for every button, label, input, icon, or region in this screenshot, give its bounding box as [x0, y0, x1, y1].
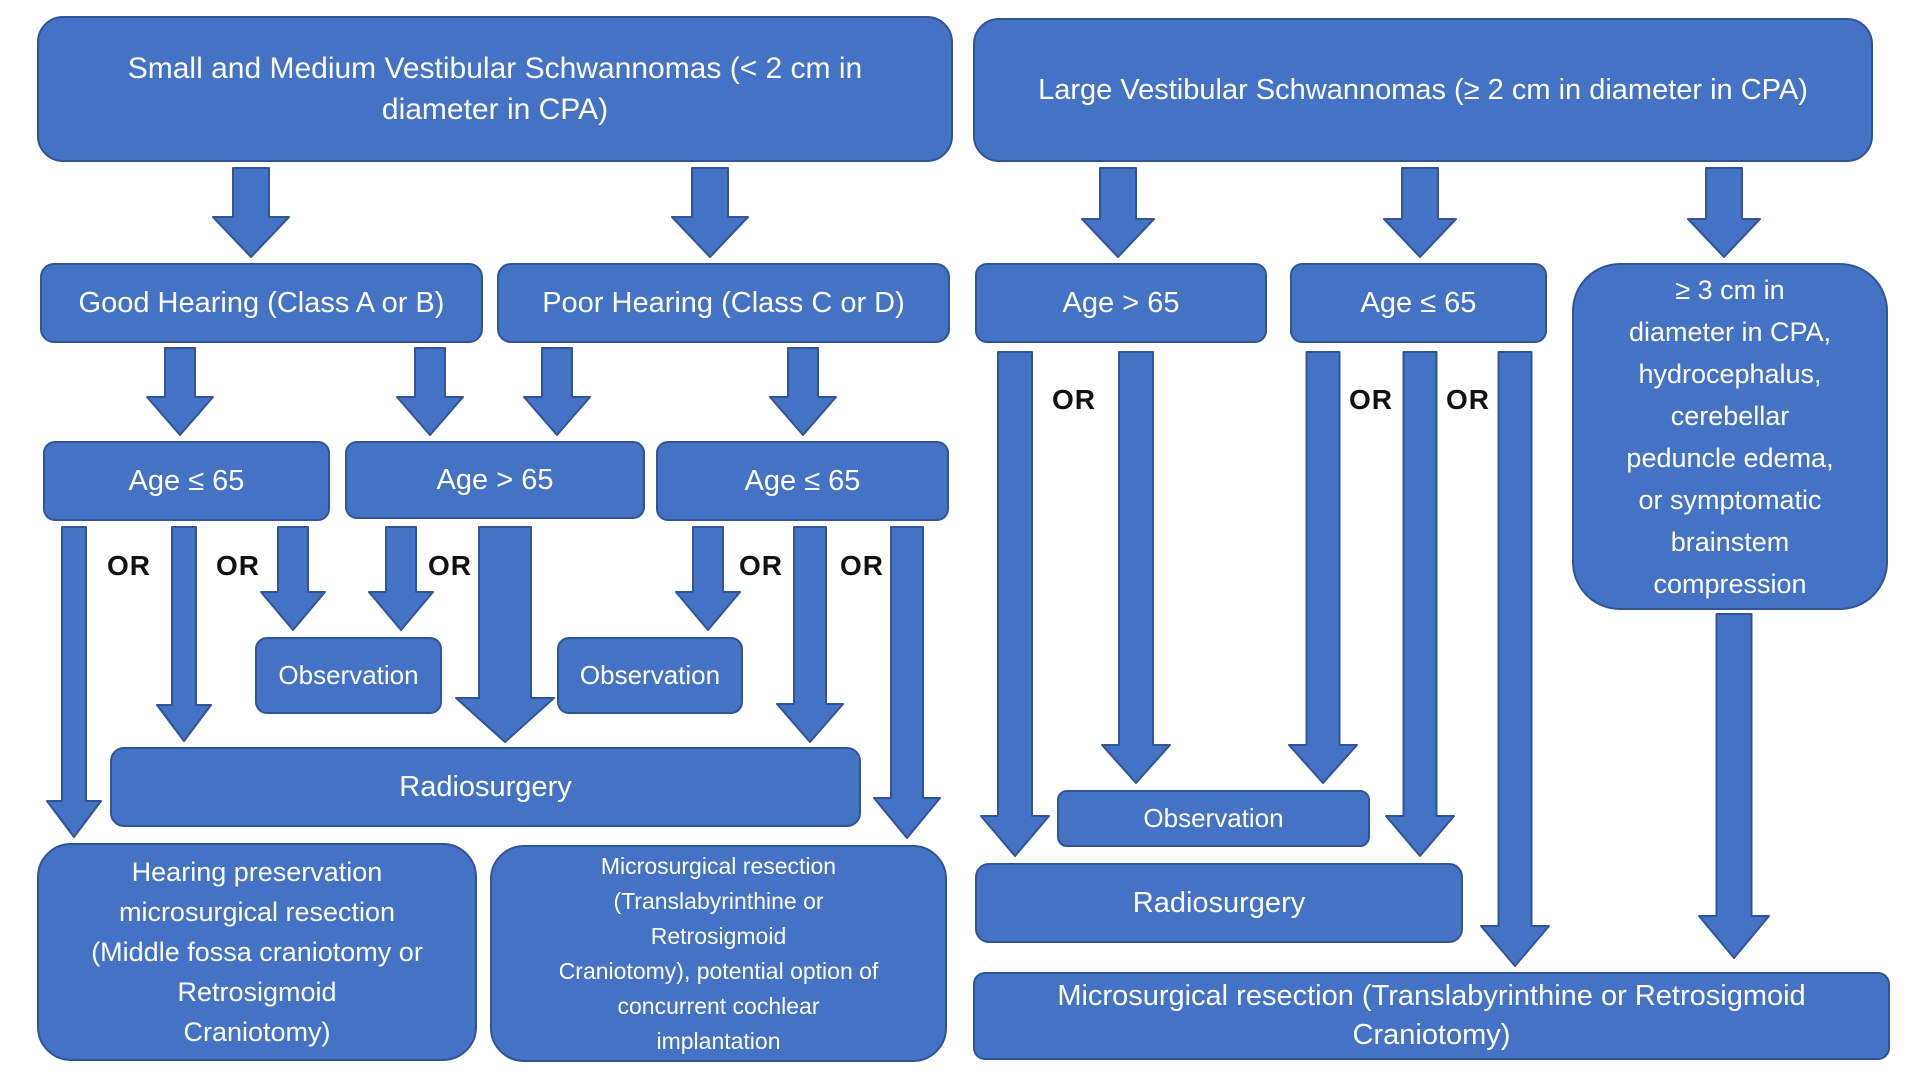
or-label-4: OR [739, 550, 783, 581]
node-radiosurgery-right: Radiosurgery [975, 863, 1463, 943]
node-cochlear-option-resection: Microsurgical resection (Translabyrinthi… [490, 845, 947, 1062]
node-microsurgical-right: Microsurgical resection (Translabyrinthi… [973, 972, 1890, 1060]
node-age-le-65-poor: Age ≤ 65 [656, 441, 949, 521]
arrow-right-age-gt-65-to-radiosurgery [980, 351, 1050, 857]
arrow-small-medium-to-poor-hearing [671, 167, 749, 258]
arrow-good-hearing-to-age-gt-65 [396, 347, 464, 436]
arrow-age-le-65-poor-to-microsurgical [873, 526, 941, 839]
arrow-right-age-gt-65-to-observation [1101, 351, 1171, 784]
arrow-severe-criteria-to-microsurgical [1698, 613, 1770, 959]
node-small-medium-root: Small and Medium Vestibular Schwannomas … [37, 16, 953, 162]
arrow-large-to-age-le-65 [1383, 167, 1457, 258]
or-label-8: OR [1446, 384, 1490, 415]
arrow-good-hearing-to-age-le-65 [146, 347, 214, 436]
or-label-2: OR [216, 550, 260, 581]
arrow-poor-hearing-to-age-le-65 [769, 347, 837, 436]
node-radiosurgery-left: Radiosurgery [110, 747, 861, 827]
node-age-le-65-right: Age ≤ 65 [1290, 263, 1547, 343]
node-age-le-65-good: Age ≤ 65 [43, 441, 330, 521]
or-label-5: OR [840, 550, 884, 581]
arrow-age-le-65-good-to-observation [260, 526, 326, 631]
node-observation-poor: Observation [557, 637, 743, 714]
arrow-poor-hearing-to-age-gt-65 [523, 347, 591, 436]
node-severe-criteria: ≥ 3 cm in diameter in CPA, hydrocephalus… [1572, 263, 1888, 610]
node-age-gt-65-left: Age > 65 [345, 441, 645, 519]
arrow-right-age-le-65-to-radiosurgery [1385, 351, 1455, 857]
arrow-small-medium-to-good-hearing [212, 167, 290, 258]
arrow-age-le-65-poor-to-radiosurgery [776, 526, 844, 743]
node-good-hearing: Good Hearing (Class A or B) [40, 263, 483, 343]
node-age-gt-65-right: Age > 65 [975, 263, 1267, 343]
or-label-1: OR [107, 550, 151, 581]
node-observation-right: Observation [1057, 790, 1370, 847]
arrow-age-le-65-poor-to-observation [675, 526, 741, 631]
or-label-7: OR [1349, 384, 1393, 415]
or-label-3: OR [428, 550, 472, 581]
or-label-6: OR [1052, 384, 1096, 415]
node-poor-hearing: Poor Hearing (Class C or D) [497, 263, 950, 343]
node-large-root: Large Vestibular Schwannomas (≥ 2 cm in … [973, 18, 1873, 162]
node-hearing-preservation-resection: Hearing preservation microsurgical resec… [37, 843, 477, 1061]
arrow-large-to-severe-criteria [1687, 167, 1761, 258]
arrow-large-to-age-gt-65 [1081, 167, 1155, 258]
arrow-right-age-le-65-to-observation [1288, 351, 1358, 784]
arrow-age-gt-65-to-observation [368, 526, 434, 631]
arrow-age-le-65-good-to-radiosurgery [156, 526, 212, 742]
node-observation-good: Observation [255, 637, 442, 714]
arrow-age-gt-65-to-radiosurgery [455, 526, 555, 743]
arrow-age-le-65-good-to-hearing-preservation [46, 526, 102, 838]
arrow-right-age-le-65-to-microsurgical [1480, 351, 1550, 967]
